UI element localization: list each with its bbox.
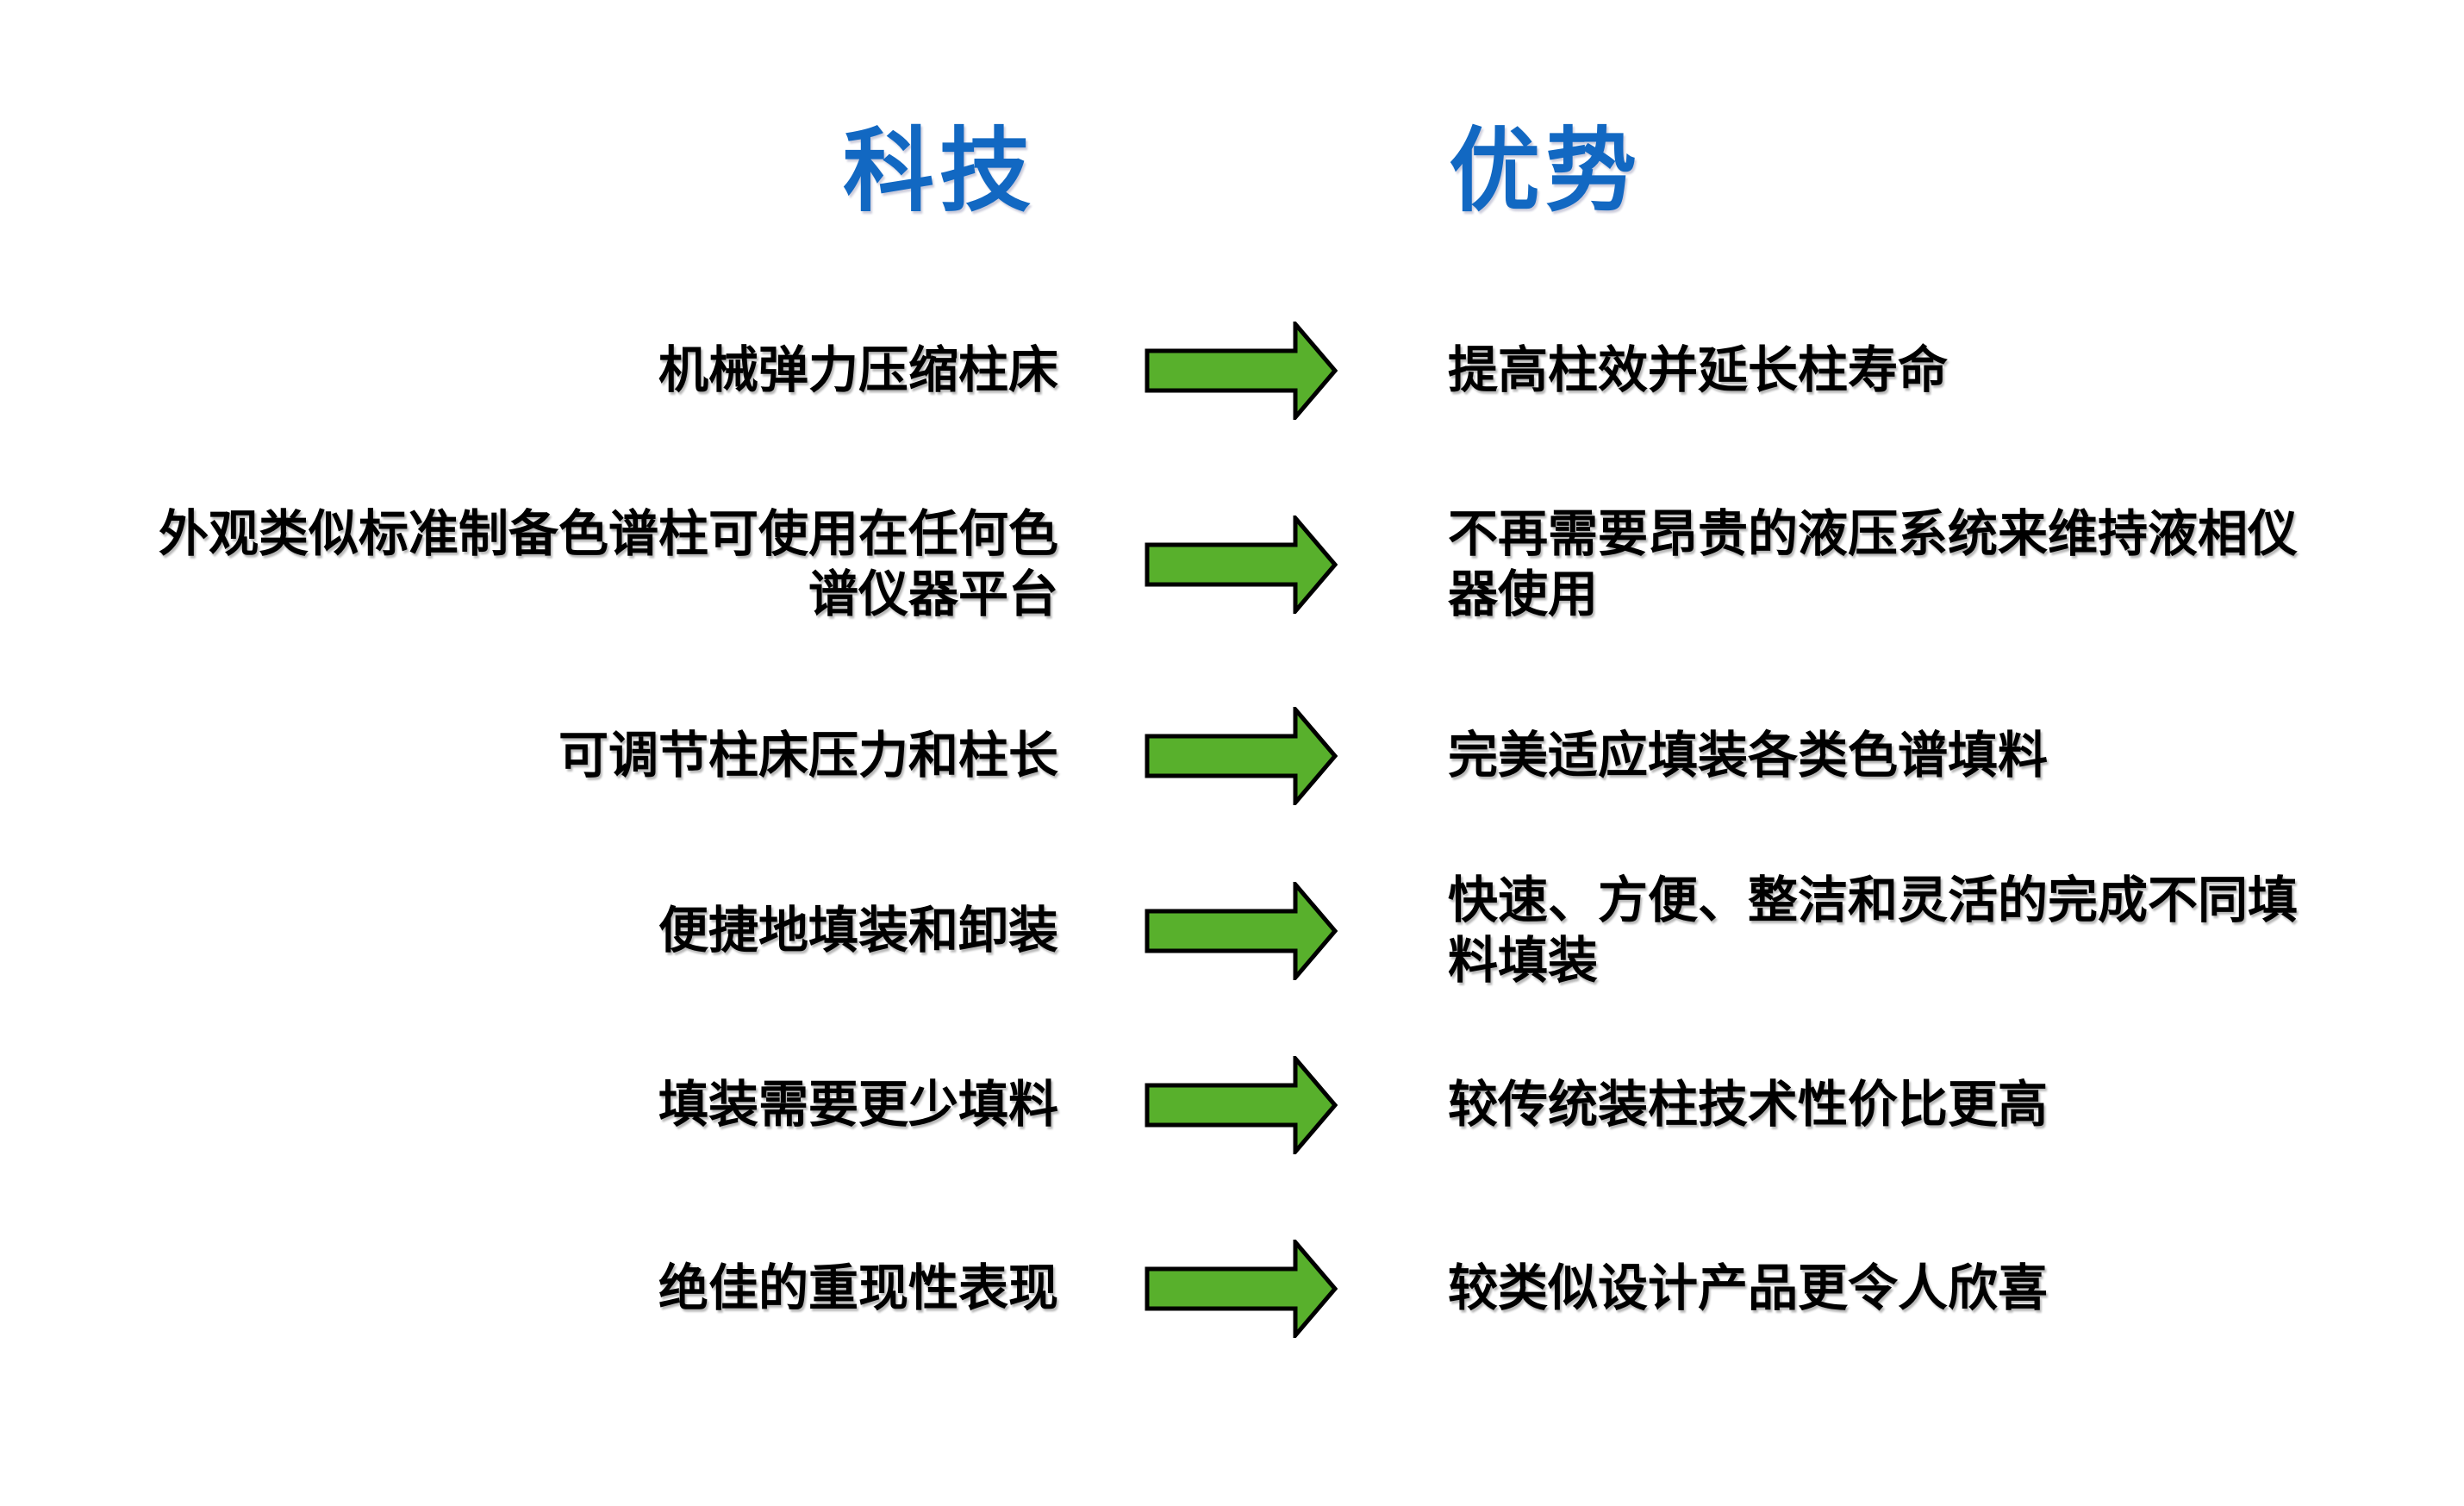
technology-text: 可调节柱床压力和柱长 bbox=[558, 728, 1058, 784]
right-arrow-icon bbox=[1145, 1240, 1338, 1338]
technology-text: 外观类似标准制备色谱柱可使用在任何色 谱仪器平台 bbox=[158, 506, 1058, 622]
advantage-text: 较传统装柱技术性价比更高 bbox=[1448, 1077, 2049, 1133]
technology-text: 绝佳的重现性表现 bbox=[658, 1260, 1058, 1316]
right-arrow-icon bbox=[1145, 707, 1338, 805]
right-arrow-icon bbox=[1145, 1056, 1338, 1154]
right-arrow-icon bbox=[1145, 516, 1338, 614]
mapping-row: 可调节柱床压力和柱长 完美适应填装各类色谱填料 bbox=[0, 707, 2464, 805]
column-header-technology: 科技 bbox=[843, 121, 1036, 222]
mapping-row: 外观类似标准制备色谱柱可使用在任何色 谱仪器平台 不再需要昂贵的液压系统来维持液… bbox=[0, 504, 2464, 625]
advantage-text: 较类似设计产品更令人欣喜 bbox=[1448, 1260, 2049, 1316]
technology-text: 便捷地填装和卸装 bbox=[658, 903, 1058, 959]
technology-text: 填装需要更少填料 bbox=[658, 1077, 1058, 1133]
right-arrow-icon bbox=[1145, 322, 1338, 420]
technology-text: 机械弹力压缩柱床 bbox=[658, 342, 1058, 398]
advantage-text: 提高柱效并延长柱寿命 bbox=[1448, 342, 1949, 398]
advantage-text: 完美适应填装各类色谱填料 bbox=[1448, 728, 2049, 784]
right-arrow-icon bbox=[1145, 882, 1338, 980]
advantage-text: 快速、方便、整洁和灵活的完成不同填 料填装 bbox=[1448, 872, 2299, 989]
mapping-row: 便捷地填装和卸装 快速、方便、整洁和灵活的完成不同填 料填装 bbox=[0, 871, 2464, 991]
advantage-text: 不再需要昂贵的液压系统来维持液相仪 器使用 bbox=[1448, 506, 2299, 622]
mapping-row: 机械弹力压缩柱床 提高柱效并延长柱寿命 bbox=[0, 322, 2464, 420]
mapping-row: 绝佳的重现性表现 较类似设计产品更令人欣喜 bbox=[0, 1240, 2464, 1338]
column-header-advantage: 优势 bbox=[1449, 121, 1642, 222]
mapping-row: 填装需要更少填料 较传统装柱技术性价比更高 bbox=[0, 1056, 2464, 1154]
